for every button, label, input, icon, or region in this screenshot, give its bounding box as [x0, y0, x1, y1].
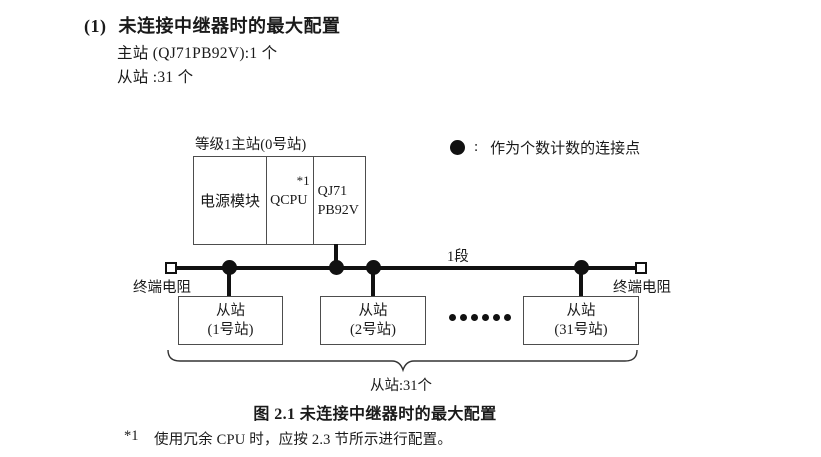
- slave1-drop-line: [227, 268, 231, 297]
- figure-caption: 图 2.1 未连接中继器时的最大配置: [253, 406, 497, 423]
- legend-text: 作为个数计数的连接点: [490, 141, 641, 157]
- legend-colon: :: [474, 139, 479, 155]
- slave-station-box-1: 从站 (1号站): [178, 296, 283, 345]
- terminating-resistor-left-label: 终端电阻: [133, 280, 191, 296]
- brace: [167, 349, 638, 373]
- terminating-resistor-left-icon: [165, 262, 177, 274]
- slave2-drop-line: [371, 268, 375, 297]
- cpu-label: QCPU: [270, 192, 308, 208]
- connection-point: [329, 260, 344, 275]
- slave1-label-line2: (1号站): [207, 321, 254, 338]
- slave31-label-line2: (31号站): [554, 321, 608, 338]
- segment-label: 1段: [447, 249, 469, 265]
- slave1-label-line1: 从站: [216, 302, 245, 319]
- ellipsis-dots: [449, 314, 511, 321]
- pb92v-line2: PB92V: [317, 202, 359, 218]
- cpu-cell: *1 QCPU: [267, 157, 314, 244]
- slave2-label-line1: 从站: [358, 302, 388, 319]
- master-station-box: 电源模块 *1 QCPU QJ71 PB92V: [193, 156, 366, 245]
- brace-label: 从站:31个: [369, 378, 433, 394]
- section-number: (1): [84, 16, 107, 36]
- slave31-drop-line: [579, 268, 583, 297]
- pb92v-line1: QJ71: [317, 183, 348, 199]
- pb92v-cell: QJ71 PB92V: [314, 157, 365, 244]
- bus-line: [171, 266, 641, 270]
- slave31-label-line1: 从站: [566, 302, 596, 319]
- master-drop-line: [334, 244, 338, 268]
- power-module-cell: 电源模块: [194, 157, 268, 244]
- terminating-resistor-right-label: 终端电阻: [613, 280, 671, 296]
- slave-count-line: 从站 :31 个: [117, 69, 194, 86]
- terminating-resistor-right-icon: [635, 262, 647, 274]
- connection-point: [222, 260, 237, 275]
- section-title: 未连接中继器时的最大配置: [118, 16, 341, 36]
- connection-point: [366, 260, 381, 275]
- legend: : 作为个数计数的连接点: [450, 137, 640, 158]
- slave-station-box-31: 从站 (31号站): [523, 296, 639, 345]
- section-heading: (1) 未连接中继器时的最大配置: [84, 12, 341, 38]
- connection-point-icon: [450, 140, 465, 155]
- footnote-text: 使用冗余 CPU 时，应按 2.3 节所示进行配置。: [154, 432, 453, 448]
- master-station-label: 等级1主站(0号站): [195, 137, 307, 153]
- cpu-footnote-marker: *1: [296, 173, 310, 188]
- connection-point: [574, 260, 589, 275]
- slave-station-box-2: 从站 (2号站): [320, 296, 426, 345]
- slave2-label-line2: (2号站): [350, 321, 396, 338]
- master-count-line: 主站 (QJ71PB92V):1 个: [117, 45, 278, 62]
- footnote-marker: *1: [124, 428, 139, 444]
